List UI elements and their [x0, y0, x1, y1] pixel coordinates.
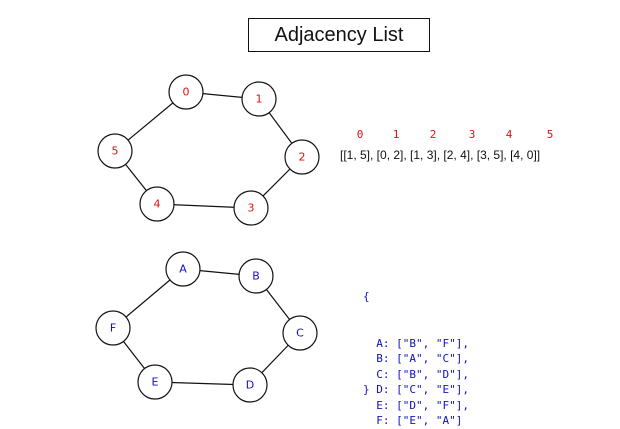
numeric-graph: 0 1 2 3 4 5 — [97, 74, 320, 226]
letter-node-C — [282, 315, 318, 351]
map-entry: D: ["C", "E"], — [363, 382, 469, 398]
numeric-node-label-3: 3 — [248, 202, 255, 215]
map-entry-value: ["B", "D"], — [396, 367, 469, 381]
numeric-node-1 — [241, 81, 277, 117]
letter-node-label-C: C — [296, 327, 304, 340]
page-title: Adjacency List — [248, 18, 430, 52]
index-label-2: 2 — [429, 128, 437, 141]
map-entry: E: ["D", "F"], — [363, 398, 469, 414]
map-entry-value: ["D", "F"], — [396, 398, 469, 412]
index-label-0: 0 — [356, 128, 364, 141]
letter-node-F — [95, 310, 131, 346]
numeric-node-5 — [97, 133, 133, 169]
map-entry-value: ["A", "C"], — [396, 352, 469, 365]
letter-node-label-D: D — [246, 379, 254, 392]
letter-node-A — [165, 251, 201, 287]
map-entry-key: B: — [363, 352, 397, 365]
map-entry-key: D: — [363, 383, 397, 396]
letter-node-E — [137, 364, 173, 400]
letter-node-D — [232, 367, 268, 403]
numeric-node-4 — [139, 186, 175, 222]
letter-node-label-E: E — [152, 376, 159, 389]
index-label-5: 5 — [546, 128, 554, 141]
letter-graph: A B C D E F — [95, 251, 318, 403]
map-close-brace: } — [363, 383, 370, 396]
map-entry-key: A: — [363, 336, 397, 350]
numeric-node-2 — [284, 139, 320, 175]
index-label-1: 1 — [392, 128, 400, 141]
map-entry-key: C: — [363, 367, 397, 381]
numeric-node-label-0: 0 — [183, 86, 190, 99]
numeric-node-0 — [168, 74, 204, 110]
numeric-node-label-5: 5 — [112, 145, 119, 158]
numeric-node-label-4: 4 — [154, 198, 161, 211]
map-entry-value: ["C", "E"], — [396, 383, 469, 396]
adjacency-map: { A: ["B", "F"], B: ["A", "C"], C: ["B",… — [363, 258, 469, 428]
letter-node-label-B: B — [252, 270, 260, 283]
numeric-node-label-1: 1 — [256, 93, 263, 106]
map-entry-value: ["B", "F"], — [396, 336, 469, 350]
map-entry: C: ["B", "D"], — [363, 367, 469, 383]
letter-node-label-A: A — [179, 263, 187, 276]
numeric-node-3 — [233, 190, 269, 226]
map-entry: B: ["A", "C"], — [363, 351, 469, 367]
index-label-4: 4 — [505, 128, 513, 141]
index-label-3: 3 — [468, 128, 476, 141]
numeric-node-label-2: 2 — [299, 151, 306, 164]
map-entry-key: E: — [363, 398, 397, 412]
letter-node-B — [238, 258, 274, 294]
map-open-brace: { — [363, 290, 370, 303]
letter-node-label-F: F — [110, 322, 116, 335]
map-entry: A: ["B", "F"], — [363, 336, 469, 352]
title-text: Adjacency List — [274, 23, 404, 46]
map-entries: A: ["B", "F"], B: ["A", "C"], C: ["B", "… — [363, 336, 469, 428]
adjacency-list-array: [[1, 5], [0, 2], [1, 3], [2, 4], [3, 5],… — [340, 148, 541, 162]
